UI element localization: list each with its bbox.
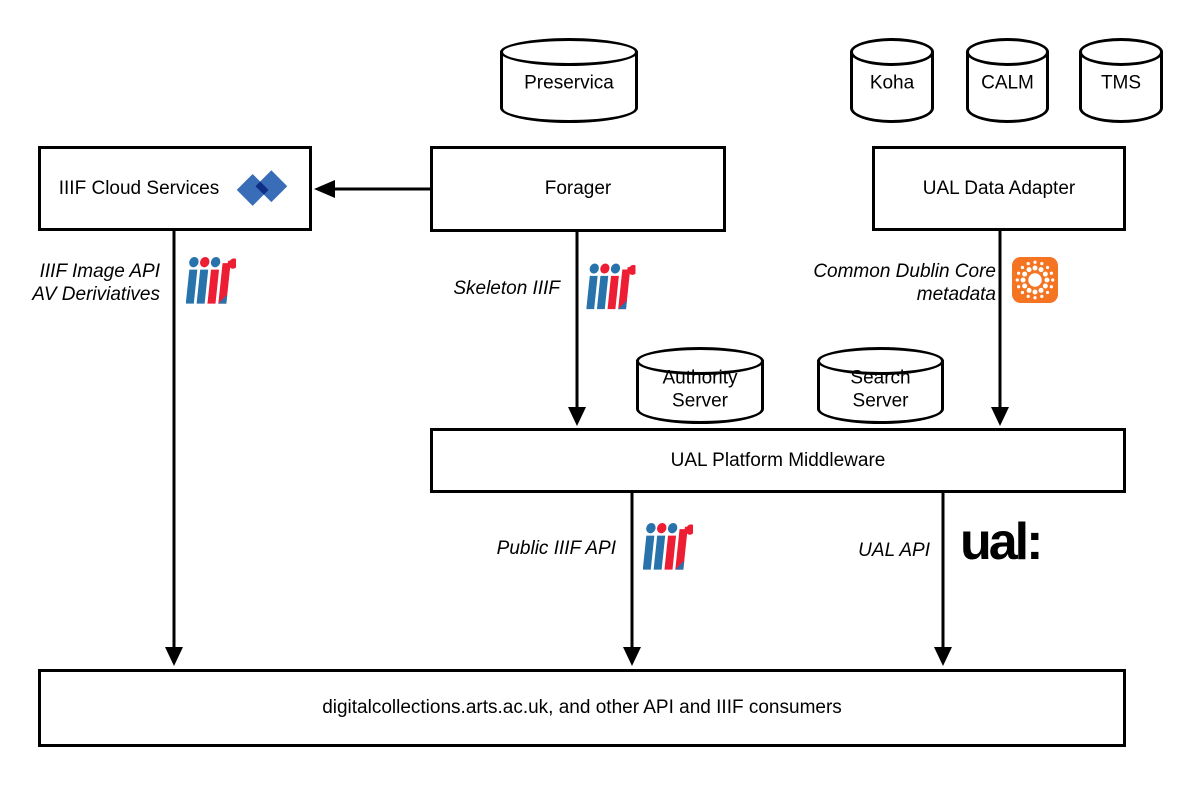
node-ual-platform-middleware: UAL Platform Middleware [430,428,1126,493]
datastore-authority-server: Authority Server [636,347,764,424]
edge-forager-to-middleware [568,232,586,426]
node-label: Forager [544,178,612,199]
dlcs-diamonds-icon [236,169,288,206]
cylinder-top [1079,38,1163,66]
ual-logo: ual: [960,513,1043,571]
datastore-label: Authority Server [662,367,738,412]
datastore-koha: Koha [850,38,934,123]
edge-forager-to-iiif-cloud [314,180,430,198]
iiif-logo [186,254,236,308]
annotation-ual-api: UAL API [858,540,930,561]
annotation-public-iiif-api: Public IIIF API [496,538,616,559]
datastore-label: TMS [1100,71,1142,93]
cylinder-top [817,347,944,375]
datastore-label: Preservica [524,71,614,93]
annotation-skeleton-iiif: Skeleton IIIF [453,278,560,299]
node-label: UAL Data Adapter [922,177,1076,199]
cylinder-top [966,38,1049,66]
datastore-tms: TMS [1079,38,1163,123]
datastore-label: Search Server [850,367,911,412]
iiif-logo [586,263,636,311]
node-label: IIIF Cloud Services [58,177,220,199]
iiif-logo [643,522,693,572]
cylinder-top [850,38,934,66]
node-ual-data-adapter: UAL Data Adapter [872,146,1126,231]
annotation-common-dublin-core: Common Dublin Core metadata [813,261,996,305]
cylinder-top [636,347,764,375]
node-forager: Forager [430,146,726,232]
datastore-calm: CALM [966,38,1049,123]
node-label: digitalcollections.arts.ac.uk, and other… [322,697,842,718]
dublin-core-icon [1012,257,1058,303]
edge-iiif-cloud-to-consumers [165,231,183,666]
datastore-label: CALM [981,71,1034,93]
node-iiif-cloud-services: IIIF Cloud Services [38,146,312,231]
edge-middleware-to-consumers-ual [934,493,952,666]
annotation-iiif-image-api: IIIF Image API AV Deriviatives [32,261,160,305]
cylinder-top [500,38,638,66]
node-consumers: digitalcollections.arts.ac.uk, and other… [38,669,1126,747]
node-label: UAL Platform Middleware [670,449,886,471]
datastore-label: Koha [869,71,915,93]
edge-middleware-to-consumers-public [623,493,641,666]
datastore-search-server: Search Server [817,347,944,424]
datastore-preservica: Preservica [500,38,638,123]
